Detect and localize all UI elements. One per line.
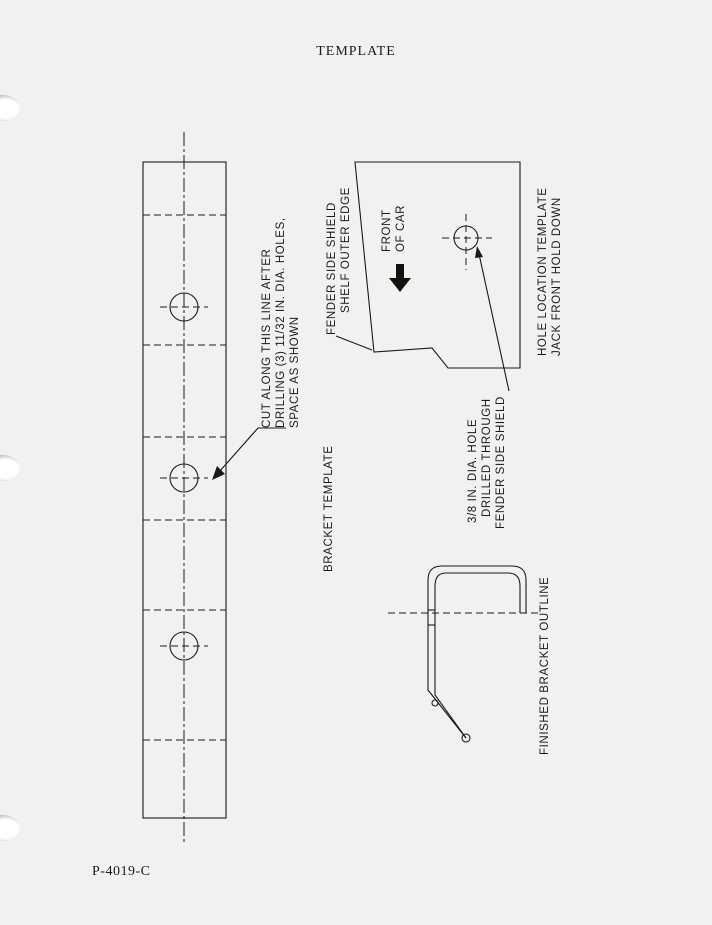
drill-hole	[160, 292, 208, 322]
direction-label-line-2: OF CAR	[395, 205, 407, 252]
hole-label-line-1: 3/8 IN. DIA. HOLE	[467, 419, 479, 523]
drill-hole	[160, 631, 208, 661]
hole-location-title-line-2: JACK FRONT HOLD DOWN	[551, 197, 563, 356]
bracket-rivet-hole	[431, 699, 439, 707]
form-number: P-4019-C	[92, 864, 151, 879]
hole-location-template	[335, 161, 521, 392]
hole-location-mark	[442, 214, 492, 270]
direction-label-line-1: FRONT	[381, 209, 393, 252]
drill-hole	[160, 463, 208, 493]
bracket-template-strip	[142, 132, 227, 842]
edge-label-line-2: SHELF OUTER EDGE	[340, 187, 352, 313]
hole-label-arrowhead	[475, 246, 483, 258]
bracket-template-title: BRACKET TEMPLATE	[323, 445, 335, 572]
bracket-outer-edge	[427, 565, 527, 739]
finished-bracket-title: FINISHED BRACKET OUTLINE	[539, 577, 551, 755]
cut-note-line-1: CUT ALONG THIS LINE AFTER	[261, 249, 273, 428]
edge-label-line-1: FENDER SIDE SHIELD	[326, 202, 338, 335]
hole-location-title-line-1: HOLE LOCATION TEMPLATE	[537, 188, 549, 356]
cut-note-line-3: SPACE AS SHOWN	[289, 316, 301, 428]
hole-label-leader	[478, 253, 510, 392]
cut-note-arrowhead	[212, 466, 225, 480]
hole-label-line-3: FENDER SIDE SHIELD	[495, 396, 507, 529]
front-arrow-icon	[389, 264, 411, 292]
bracket-end-hole	[461, 733, 471, 743]
finished-bracket-outline	[388, 565, 538, 743]
binder-hole-top	[0, 95, 20, 121]
cut-note-line-2: DRILLING (3) 11/32 IN. DIA. HOLES,	[275, 217, 287, 428]
fender-shield-outline	[354, 161, 521, 369]
page-title: TEMPLATE	[316, 44, 396, 59]
binder-hole-middle	[0, 455, 20, 481]
edge-label-leader	[335, 335, 373, 351]
binder-hole-bottom	[0, 815, 20, 841]
hole-label-line-2: DRILLED THROUGH	[481, 398, 493, 517]
bracket-inner-edge	[434, 572, 521, 739]
cut-note-leader	[218, 427, 286, 473]
